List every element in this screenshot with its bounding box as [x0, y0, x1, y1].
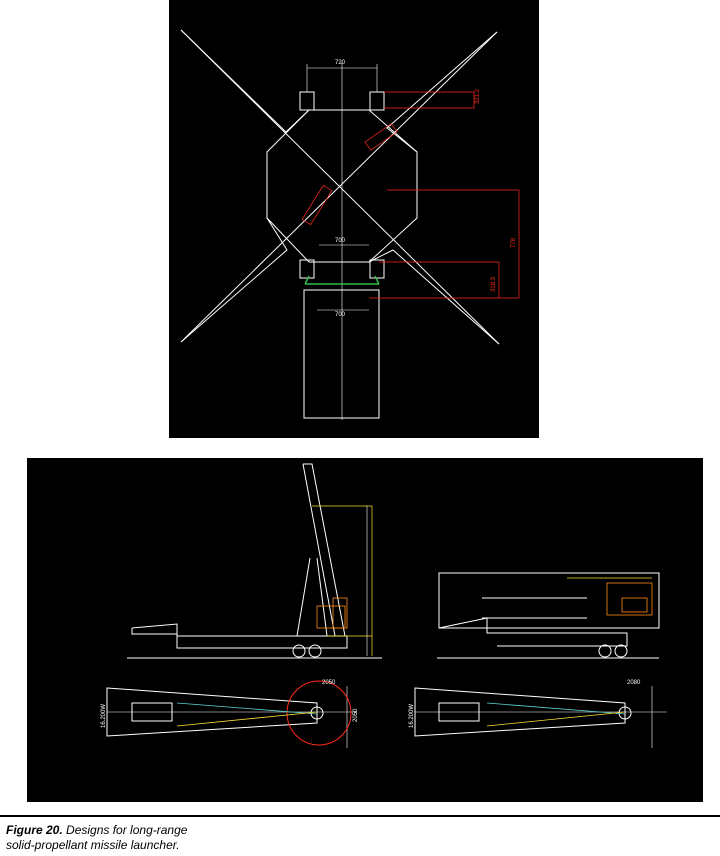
top-drawing-panel: 720 321.2 700 778 318.3 700: [169, 0, 539, 438]
dim-label-right-long: 778: [511, 237, 517, 248]
caption-line-1: Designs for long-range: [66, 823, 188, 837]
side-view-drawing: 2050 16.200W 2050 16.200W 2080: [101, 463, 667, 748]
trailer-deck-left: [131, 623, 348, 649]
bottom-drawing-panel: 2050 16.200W 2050 16.200W 2080: [27, 458, 703, 802]
wheel-right-2: [614, 644, 628, 658]
dim-label-width-right: 16.200W: [409, 704, 415, 728]
spike-bottom-right: [368, 249, 500, 345]
figure-label: Figure 20.: [6, 823, 63, 837]
lower-module: [303, 289, 380, 419]
dim-label-top: 720: [335, 60, 346, 66]
diagonal-1: [180, 29, 500, 345]
wheel-right-1: [598, 644, 612, 658]
dim-label-side-left: 2050: [353, 708, 359, 722]
bracket-bottom-left: [299, 259, 315, 279]
bracket-top-right: [369, 91, 385, 111]
spike-bottom-left: [180, 217, 288, 343]
plan-view-drawing: 720 321.2 700 778 318.3 700: [180, 29, 520, 420]
wheel-left-2: [308, 644, 322, 658]
swing-radius-circle: [286, 680, 352, 746]
spike-top-left: [180, 29, 310, 133]
diagonal-2: [180, 31, 498, 343]
dim-label-width-left: 16.200W: [101, 704, 107, 728]
wheel-left-1: [292, 644, 306, 658]
red-component-left: [301, 184, 333, 226]
dim-label-lower: 700: [335, 312, 346, 318]
trailer-plan-right: [414, 687, 626, 737]
caption-line-2: solid-propellant missile launcher.: [6, 838, 180, 852]
figure-caption: Figure 20. Designs for long-range solid-…: [6, 823, 426, 853]
bracket-bottom-right: [369, 259, 385, 279]
red-component-upper: [364, 123, 398, 151]
trailer-plan-left: [106, 687, 318, 737]
dim-label-mid: 700: [335, 238, 346, 244]
caption-divider: [0, 815, 720, 817]
dim-label-right-upper: 321.2: [475, 88, 481, 104]
dim-label-circle-right: 2080: [627, 680, 641, 686]
dim-label-right-lower: 318.3: [491, 276, 497, 292]
launch-canister: [438, 572, 660, 629]
dim-label-circle-left: 2050: [322, 680, 336, 686]
spike-top-right: [386, 31, 498, 153]
bracket-top-left: [299, 91, 315, 111]
